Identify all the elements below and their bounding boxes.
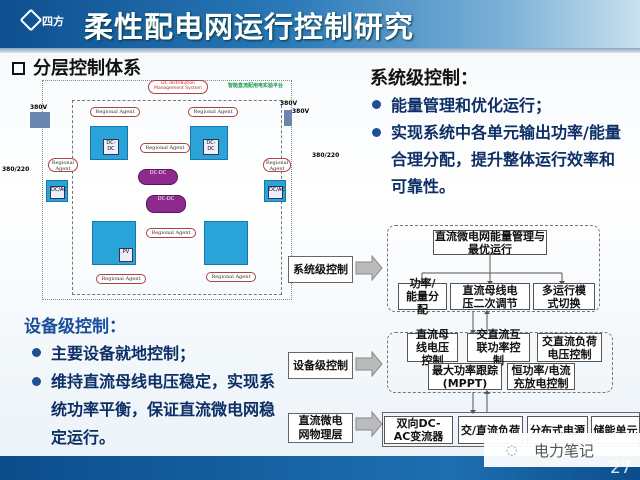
bullet-item: 实现系统中各单元输出功率/能量合理分配，提升整体运行效率和可靠性。 <box>372 119 622 200</box>
slide-title: 柔性配电网运行控制研究 <box>84 10 415 44</box>
device-level-heading: 设备级控制： <box>24 317 126 337</box>
voltage-label: 380/220 <box>2 166 30 173</box>
device-block: PV <box>92 221 136 265</box>
dcdc-converter: DC-DC <box>146 195 186 213</box>
bullet-item: 维持直流母线电压稳定，实现系统功率平衡，保证直流微电网稳定运行。 <box>32 368 280 452</box>
flow-box: 最大功率跟踪(MPPT) <box>428 363 502 390</box>
flow-box: 功率/能量分配 <box>398 277 447 316</box>
bullet-item: 能量管理和优化运行； <box>372 92 622 119</box>
device-block: DC/AC <box>46 180 68 202</box>
voltage-label: 380V <box>30 104 48 111</box>
bullet-icon <box>372 100 381 109</box>
bullet-icon <box>32 348 41 357</box>
system-level-label: 系统级控制 <box>288 256 353 283</box>
header-banner <box>0 0 640 48</box>
bullet-text: 维持直流母线电压稳定，实现系统功率平衡，保证直流微电网稳定运行。 <box>51 372 276 447</box>
flow-box: 多运行模式切换 <box>533 283 595 310</box>
device-block <box>204 221 248 265</box>
bullet-text: 实现系统中各单元输出功率/能量合理分配，提升整体运行效率和可靠性。 <box>391 123 621 196</box>
platform-label: 智能直流配用电实验平台 <box>228 83 284 89</box>
section-title: 分层控制体系 <box>12 54 141 80</box>
regional-agent: Regional Agent <box>146 228 196 238</box>
system-level-bullets: 能量管理和优化运行； 实现系统中各单元输出功率/能量合理分配，提升整体运行效率和… <box>372 92 622 200</box>
flow-box: 交直流互联功率控制 <box>467 328 530 367</box>
regional-agent: Regional Agent <box>90 107 140 117</box>
regional-agent: Regional Agent <box>188 107 238 117</box>
voltage-label: 380/220 <box>312 152 340 159</box>
regional-agent: Regional Agent <box>140 143 190 153</box>
energy-management-box: 直流微电网能量管理与最优运行 <box>433 229 547 256</box>
bullet-icon <box>372 128 381 137</box>
device-level-group <box>387 332 613 393</box>
dcdc-converter: DC-DC <box>138 169 178 185</box>
watermark-text: 电力笔记 <box>534 441 595 460</box>
bullet-icon <box>32 377 41 386</box>
regional-agent: Regional Agent <box>96 274 146 284</box>
device-level-label: 设备级控制 <box>288 352 353 379</box>
voltage-label: 380V <box>292 108 310 115</box>
company-logo-icon <box>20 9 42 31</box>
grid-image <box>284 110 292 126</box>
square-bullet-icon <box>12 62 25 75</box>
device-block: DC/AC <box>264 180 286 202</box>
device-level-bullets: 主要设备就地控制； 维持直流母线电压稳定，实现系统功率平衡，保证直流微电网稳定运… <box>32 340 280 452</box>
wechat-icon: ◌ <box>506 443 518 458</box>
device-block: DC-DC <box>90 126 128 160</box>
bullet-text: 能量管理和优化运行； <box>391 96 552 115</box>
brand-name: 四方 <box>42 15 64 28</box>
voltage-label: 380V <box>280 100 298 107</box>
regional-agent: Regional Agent <box>206 272 256 282</box>
flow-box: 双向DC-AC变流器 <box>384 416 453 444</box>
flow-box: 直流母线电压控制 <box>407 328 458 367</box>
flow-box: 交直流负荷电压控制 <box>537 333 602 362</box>
watermark: ◌ 电力笔记 <box>484 433 640 467</box>
grid-image <box>30 112 50 128</box>
management-system: DC distribution Management System <box>148 80 208 94</box>
microgrid-diagram: DC distribution Management System 智能直流配用… <box>2 80 297 302</box>
section-title-text: 分层控制体系 <box>33 58 141 79</box>
flow-box: 恒功率/电流充放电控制 <box>507 363 575 390</box>
regional-agent: Regional Agent <box>48 158 78 172</box>
system-level-heading: 系统级控制： <box>370 68 478 89</box>
flow-box: 直流母线电压二次调节 <box>450 283 530 310</box>
regional-agent: Regional Agent <box>263 158 291 172</box>
physical-layer-label: 直流微电网物理层 <box>288 413 353 443</box>
bullet-item: 主要设备就地控制； <box>32 340 280 368</box>
header-divider <box>0 48 640 53</box>
bullet-text: 主要设备就地控制； <box>51 344 196 363</box>
level-arrows <box>355 255 383 438</box>
system-level-group <box>387 225 600 312</box>
device-block: DC-DC <box>190 126 228 160</box>
